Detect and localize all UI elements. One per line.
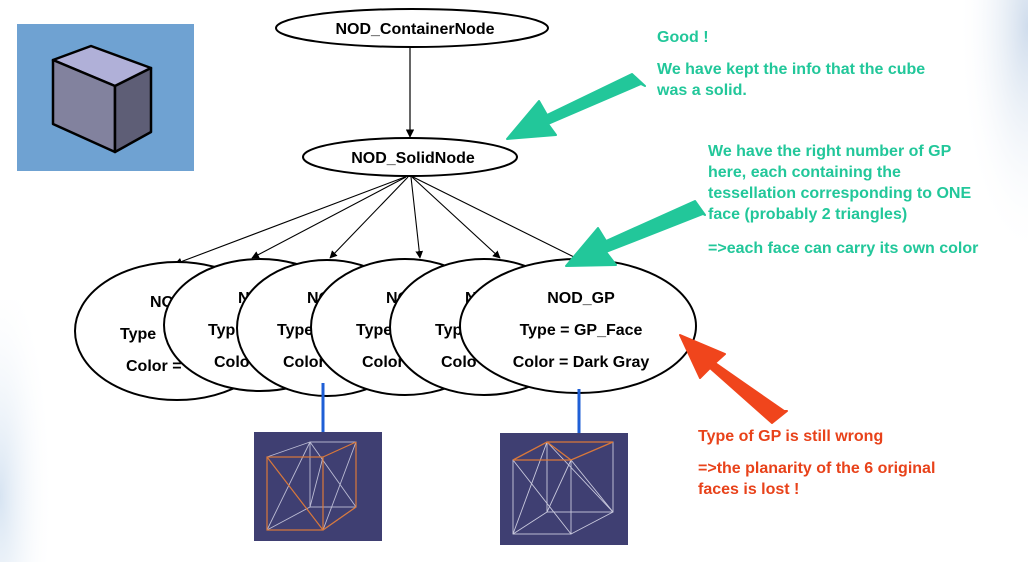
svg-text:Typ: Typ (208, 322, 235, 339)
edges-solid-gp (174, 176, 581, 266)
solid-node-label: NOD_SolidNode (351, 150, 475, 167)
note-wrong-title: Type of GP is still wrong (698, 428, 884, 445)
background-tint-right (950, 0, 1028, 260)
svg-text:Type: Type (277, 322, 313, 339)
gp-node-front: NOD_GP Type = GP_Face Color = Dark Gray (459, 258, 697, 394)
svg-text:Colo: Colo (441, 354, 477, 371)
note-gp-color: =>each face can carry its own color (708, 240, 979, 257)
svg-text:Color: Color (362, 354, 404, 371)
note-gp-body: We have the right number of GP here, eac… (708, 143, 972, 223)
gp-front-type: Type = GP_Face (520, 322, 643, 339)
svg-text:N: N (238, 290, 250, 307)
edge-solid-gp-6 (412, 176, 581, 261)
gp-front-name: NOD_GP (547, 290, 615, 307)
tessellation-mesh-2 (500, 433, 628, 545)
container-node-label: NOD_ContainerNode (335, 21, 494, 38)
edge-solid-gp-4 (410, 176, 424, 259)
tessellation-mesh-1 (254, 432, 382, 541)
container-node: NOD_ContainerNode (275, 8, 549, 48)
edge-solid-gp-2 (251, 176, 407, 259)
solid-cube-thumbnail (17, 24, 194, 171)
red-arrow-type (679, 334, 788, 424)
edge-solid-gp-5 (411, 176, 501, 259)
solid-node: NOD_SolidNode (302, 137, 518, 177)
svg-text:Type: Type (120, 326, 156, 343)
green-arrow-gp (565, 200, 706, 267)
green-arrow-solid (506, 73, 646, 140)
svg-text:Typ: Typ (435, 322, 462, 339)
svg-text:Color: Color (283, 354, 325, 371)
note-good-title: Good ! (657, 29, 709, 46)
svg-text:Type: Type (356, 322, 392, 339)
note-good-body: We have kept the info that the cube was … (657, 61, 926, 99)
edge-solid-gp-1 (174, 176, 406, 266)
svg-text:Color =: Color = (126, 358, 182, 375)
edge-solid-gp-3 (329, 176, 409, 259)
background-tint-left (0, 300, 60, 562)
gp-front-color: Color = Dark Gray (513, 354, 650, 371)
svg-text:Colo: Colo (214, 354, 250, 371)
note-wrong-body: =>the planarity of the 6 original faces … (698, 460, 936, 498)
